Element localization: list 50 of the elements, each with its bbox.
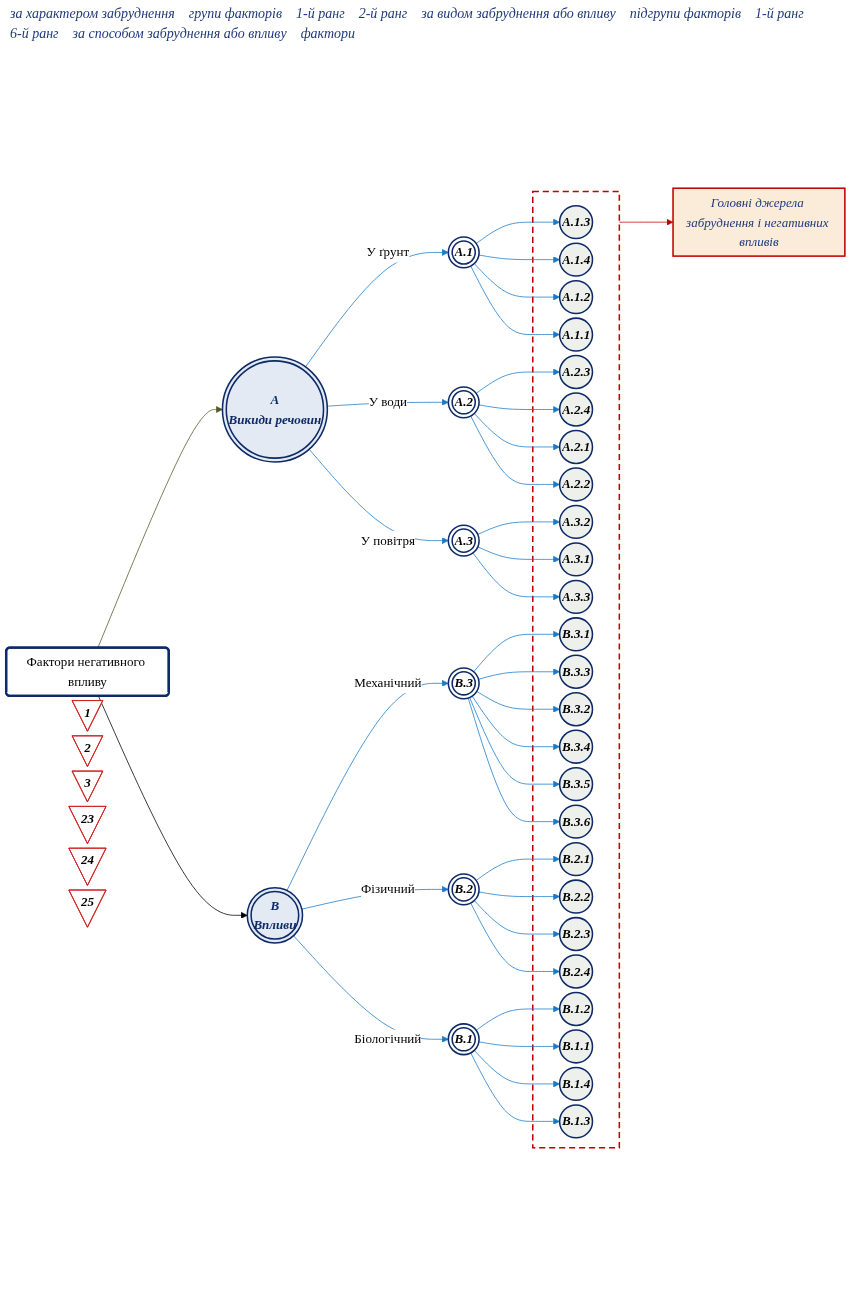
node-circle: B.3.4 xyxy=(558,729,594,764)
node-circle: A.2.4 xyxy=(558,392,594,427)
annotation-text: підгрупи факторів xyxy=(629,6,742,22)
node-circle: A.1.3 xyxy=(558,204,594,240)
node-circle: B.3.6 xyxy=(558,804,594,839)
edge-label: Фізичний xyxy=(361,881,415,897)
node-box: Головні джерела забруднення і негативних впливів xyxy=(672,187,846,257)
node-circle: A.3.3 xyxy=(558,579,594,615)
annotation-text: за видом забруднення або впливу xyxy=(421,6,616,22)
annotation-text: за характером забруднення xyxy=(10,6,175,22)
node-circle: B.2 xyxy=(447,873,480,906)
node-circle: A.1.2 xyxy=(558,279,594,315)
node-circle: B.3.5 xyxy=(558,766,594,802)
node-circle: B.3.3 xyxy=(558,654,594,689)
edge-label: У води xyxy=(368,394,408,410)
node-circle: A.2.1 xyxy=(558,429,594,465)
node-circle: A.3.1 xyxy=(558,542,594,577)
annotation-text: 1-й ранг xyxy=(296,6,345,22)
node-circle: B.2.1 xyxy=(558,841,594,877)
node-circle: A.2.2 xyxy=(558,467,594,502)
edge-label: Біологічний xyxy=(354,1031,422,1047)
node-circle: B.2.2 xyxy=(558,879,594,914)
node-circle: A.1.1 xyxy=(558,317,594,352)
annotation-text: групи факторів xyxy=(188,6,283,22)
node-circle: A.2 xyxy=(447,386,480,419)
annotation-text: 6-й ранг xyxy=(10,26,59,42)
node-circle: B.3 xyxy=(447,667,480,700)
annotation-text: 1-й ранг xyxy=(755,6,804,22)
node-circle: A.3.2 xyxy=(558,504,594,540)
edge-label: У ґрунт xyxy=(366,244,410,260)
node-circle: A.2.3 xyxy=(558,354,594,390)
node-circle: B.3.1 xyxy=(558,617,594,652)
node-circle: A.1 xyxy=(447,236,480,269)
edge-label: Механічний xyxy=(354,675,422,691)
node-circle: B Впливи xyxy=(246,886,304,944)
annotation-text: 2-й ранг xyxy=(358,6,408,22)
node-circle: B.2.4 xyxy=(558,954,594,989)
node-circle: B.3.2 xyxy=(558,692,594,727)
node-circle: B.1.3 xyxy=(558,1104,594,1139)
node-circle: B.1.1 xyxy=(558,1029,594,1064)
node-circle: B.1.2 xyxy=(558,991,594,1027)
node-circle: A Викиди речовин xyxy=(221,356,329,463)
annotation-text: фактори xyxy=(300,26,356,42)
cluster xyxy=(532,190,621,1149)
node-circle: B.2.3 xyxy=(558,916,594,952)
annotation-text: за способом забруднення або впливу xyxy=(72,26,287,42)
node-circle: A.3 xyxy=(447,524,480,557)
node-circle: B.1.4 xyxy=(558,1066,594,1102)
edge-label: У повітря xyxy=(360,533,415,548)
node-circle: A.1.4 xyxy=(558,242,594,277)
